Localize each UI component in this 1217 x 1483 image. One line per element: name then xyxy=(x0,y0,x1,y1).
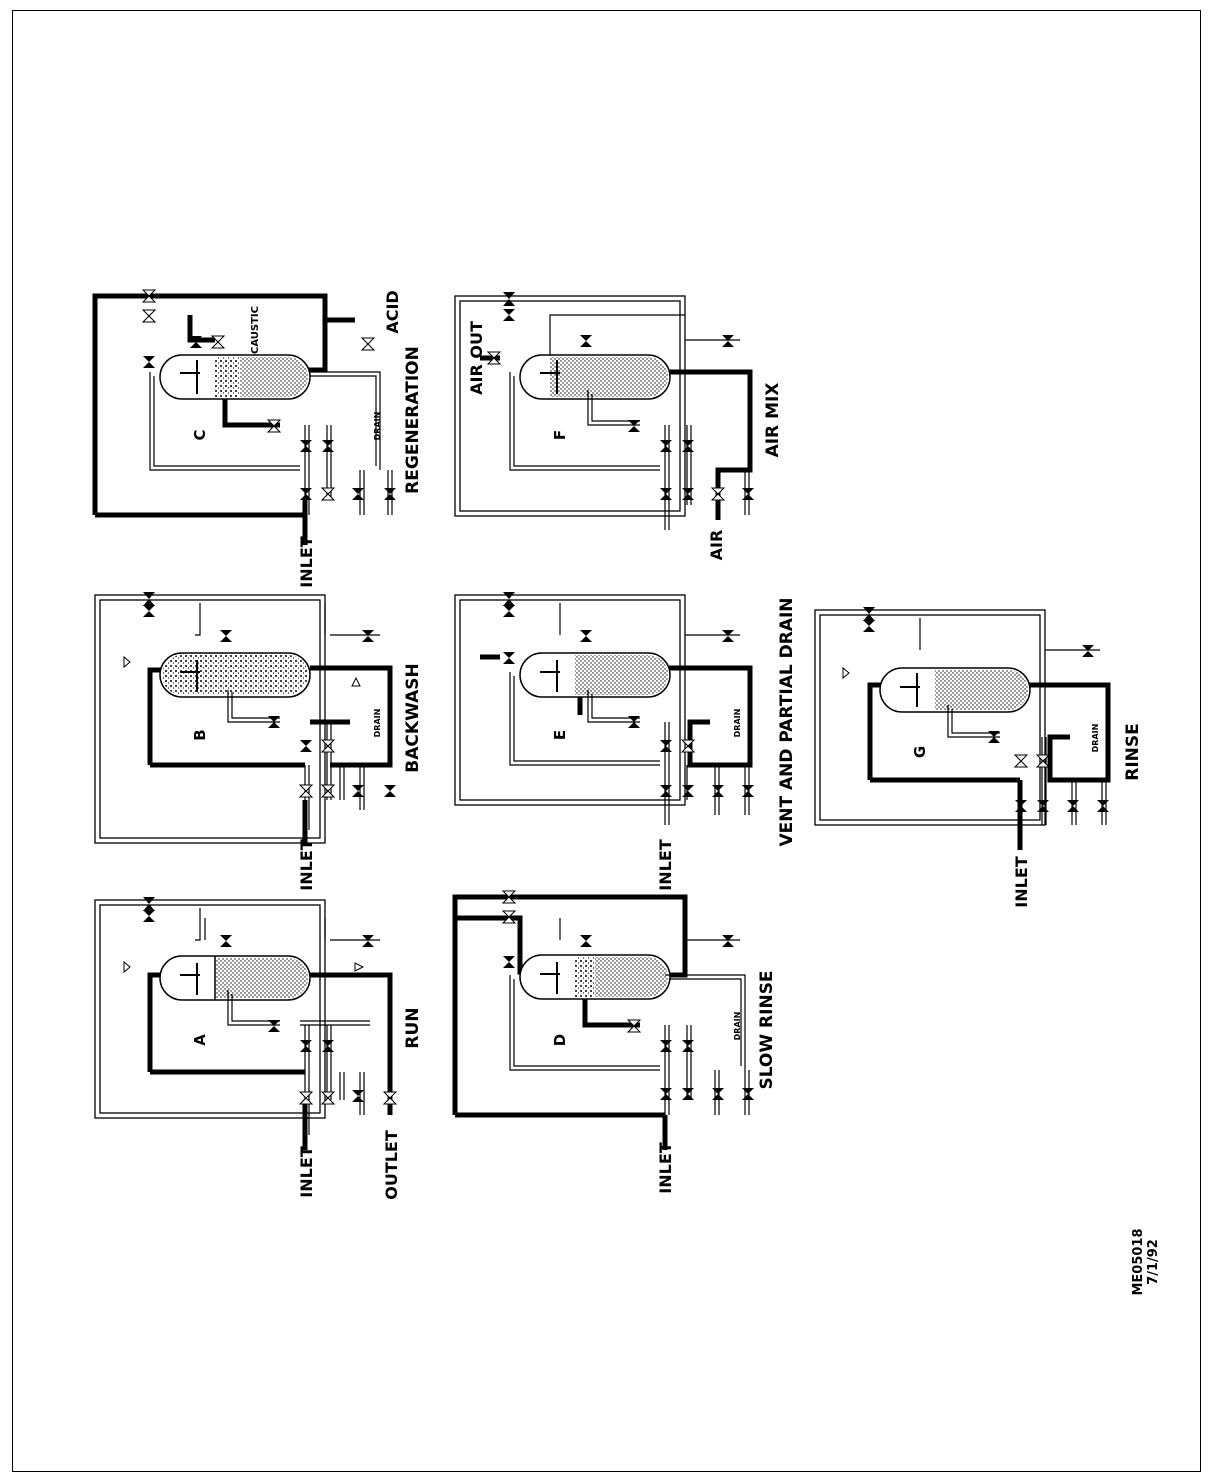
panel-c-acid-label: ACID xyxy=(383,290,402,333)
page-border xyxy=(12,10,1201,1472)
panel-a-caption: RUN xyxy=(403,1007,423,1048)
drawing-stamp: ME05018 7/1/92 xyxy=(1131,1228,1161,1295)
panel-g-drain-label: DRAIN xyxy=(1091,724,1100,753)
panel-c-caustic-label: CAUSTIC xyxy=(250,306,261,354)
panel-f: F AIR OUT AIR MIX AIR xyxy=(454,292,783,561)
panel-b: B DRAIN BACKWASH INLET xyxy=(94,592,423,891)
panel-f-air-label: AIR xyxy=(707,530,726,561)
panel-c-caption: REGENERATION xyxy=(403,346,423,494)
panel-c: C CAUSTIC ACID DRAIN REGENERATION INLET xyxy=(92,289,423,588)
panel-a-outlet-label: OUTLET xyxy=(382,1130,401,1200)
panel-f-letter: F xyxy=(551,430,569,440)
panel-b-letter: B xyxy=(191,729,209,740)
panel-g-inlet-label: INLET xyxy=(1012,856,1031,907)
panel-g: G DRAIN RINSE INLET xyxy=(814,607,1143,908)
panel-e-caption: VENT AND PARTIAL DRAIN xyxy=(777,597,797,846)
panel-a: A RUN INLET OUTLET xyxy=(94,897,423,1200)
panel-b-drain-label: DRAIN xyxy=(373,709,382,738)
panel-b-inlet-label: INLET xyxy=(297,839,316,890)
panel-g-letter: G xyxy=(911,746,929,758)
panel-d: D DRAIN SLOW RINSE INLET xyxy=(452,890,777,1194)
panel-d-caption: SLOW RINSE xyxy=(757,970,777,1089)
panel-a-inlet-label: INLET xyxy=(297,1146,316,1197)
panel-d-letter: D xyxy=(551,1034,569,1046)
panel-e-inlet-label: INLET xyxy=(656,839,675,890)
panel-c-inlet-label: INLET xyxy=(297,536,316,587)
panel-c-letter: C xyxy=(191,429,209,440)
panel-e-letter: E xyxy=(551,730,569,740)
panel-e-drain-label: DRAIN xyxy=(733,709,742,738)
drawing-number: ME05018 xyxy=(1131,1228,1146,1295)
drawing-date: 7/1/92 xyxy=(1146,1239,1161,1285)
panel-g-caption: RINSE xyxy=(1123,723,1143,781)
panel-d-drain-label: DRAIN xyxy=(733,1012,742,1041)
panel-a-letter: A xyxy=(191,1034,209,1046)
panel-f-caption: AIR MIX xyxy=(763,383,783,458)
panel-e: E DRAIN VENT AND PARTIAL DRAIN INLET xyxy=(454,592,797,891)
panel-c-drain-label: DRAIN xyxy=(373,412,382,441)
panel-f-air-out-label: AIR OUT xyxy=(467,321,486,395)
panel-d-inlet-label: INLET xyxy=(656,1142,675,1193)
panel-b-caption: BACKWASH xyxy=(403,663,423,772)
